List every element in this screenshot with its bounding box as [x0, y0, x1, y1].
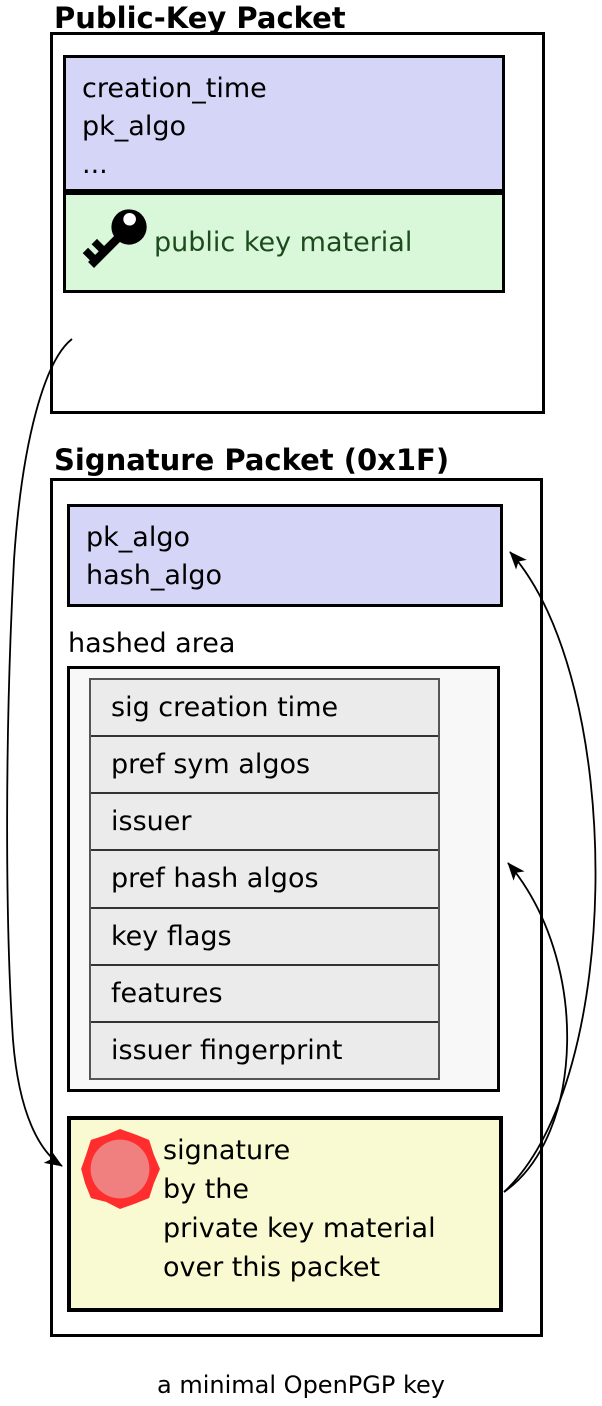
key-icon	[82, 209, 147, 268]
subpacket-row: key flags	[91, 906, 438, 964]
subpacket-row: issuer	[91, 792, 438, 849]
field-label: pk_algo	[86, 522, 190, 553]
public-key-packet-box: creation_time pk_algo... public key mater…	[50, 32, 545, 414]
signature-text-line: over this packet	[163, 1252, 381, 1283]
subpacket-row: features	[91, 963, 438, 1021]
public-key-material-section: public key material	[63, 192, 505, 293]
signature-packet-box: pk_algo hash_algo hashed area sig creatio…	[50, 478, 543, 1337]
signature-box: signature by the private key material over …	[67, 1116, 503, 1312]
subpacket-row: pref hash algos	[91, 849, 438, 906]
public-key-material-label: public key material	[154, 227, 413, 258]
public-key-header-fields: creation_time pk_algo...	[63, 55, 505, 192]
signature-header-fields: pk_algo hash_algo	[67, 504, 503, 607]
subpacket-row: issuer fingerprint	[91, 1020, 438, 1078]
subpacket-row: sig creation time	[111, 692, 339, 724]
field-label: pk_algo	[82, 111, 186, 142]
public-key-packet-title: Public-Key Packet	[54, 1, 346, 35]
field-label: ...	[82, 149, 108, 180]
subpacket-row: pref sym algos	[91, 735, 438, 792]
signature-packet-title: Signature Packet (0x1F)	[54, 443, 450, 477]
signature-text-line: private key material	[163, 1213, 436, 1244]
field-label: hash_algo	[86, 560, 223, 591]
signature-text: signature by the private key material over …	[163, 1131, 436, 1287]
diagram-caption: a minimal OpenPGP key	[157, 1371, 445, 1399]
signature-text-line: signature	[163, 1135, 291, 1166]
hashed-area-label: hashed area	[68, 628, 236, 659]
signature-text-line: by the	[163, 1174, 250, 1205]
field-label: creation_time	[82, 73, 267, 104]
seal-icon	[81, 1129, 160, 1209]
